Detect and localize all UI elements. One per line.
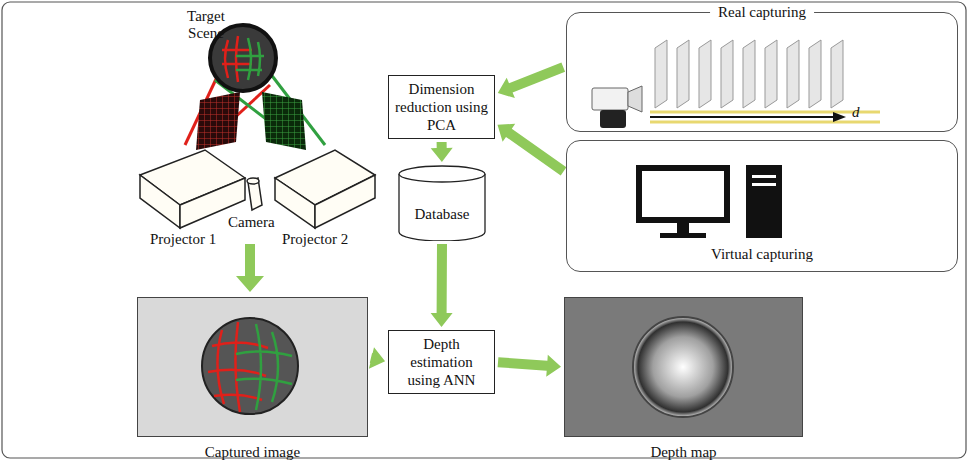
captured-stripes: [208, 322, 292, 412]
node-label: Dimension reduction using PCA: [393, 80, 490, 134]
capture-camera-icon: [592, 86, 642, 128]
database-cylinder: Database: [398, 165, 486, 241]
depth-sphere: [633, 317, 733, 417]
distance-arrowhead: [833, 112, 846, 122]
captured-image-panel: Captured image: [137, 297, 368, 437]
calibration-plane: [787, 40, 799, 108]
figure-label: Projector 2: [282, 231, 348, 248]
depth-map-ground: [564, 297, 803, 437]
figure-label: d: [852, 104, 860, 121]
real-capturing-panel: Real capturing: [566, 12, 958, 132]
flow-arrow: [498, 355, 561, 377]
camera-body: [247, 178, 262, 210]
distance-axis: [650, 116, 835, 118]
panel-heading: Virtual capturing: [703, 245, 821, 263]
node-label: Database: [398, 205, 486, 223]
depth-map-panel: Depth map: [564, 297, 803, 437]
target-pattern: [222, 36, 264, 82]
process-box: Dimension reduction using PCA: [388, 75, 495, 139]
projected-pattern-green: [262, 92, 306, 150]
flow-arrow: [498, 63, 565, 99]
captured-sphere: [202, 318, 298, 414]
virtual-capturing-panel: Virtual capturing: [566, 140, 958, 272]
calibration-plane: [721, 40, 733, 108]
computer-icon: [636, 165, 782, 238]
calibration-plane: [831, 40, 843, 108]
node-label: Depth estimation using ANN: [393, 335, 490, 389]
flow-arrow: [498, 124, 567, 176]
calibration-plane: [809, 40, 821, 108]
calibration-planes: [655, 40, 843, 108]
projected-pattern-red: [196, 92, 240, 150]
process-box: Depth estimation using ANN: [388, 330, 495, 394]
panel-heading: Captured image: [128, 443, 377, 460]
calibration-plane: [699, 40, 711, 108]
calibration-plane: [743, 40, 755, 108]
flow-arrow: [369, 347, 385, 368]
depth-sphere-rim: [633, 317, 733, 417]
projector-2-body: [275, 150, 375, 228]
calibration-plane: [765, 40, 777, 108]
rail: [650, 121, 880, 124]
rail: [650, 111, 880, 114]
figure-label: Target Scene: [176, 8, 236, 42]
calibration-plane: [677, 40, 689, 108]
panel-heading: Depth map: [555, 443, 812, 460]
figure-label: Camera: [228, 214, 275, 231]
flow-arrow: [431, 142, 453, 162]
figure-label: Projector 1: [150, 231, 216, 248]
cylinder-outline: [398, 165, 486, 241]
calibration-plane: [655, 40, 667, 108]
captured-image-ground: [137, 297, 368, 437]
flow-arrow: [431, 244, 453, 327]
panel-heading: Real capturing: [710, 3, 814, 21]
flow-arrow: [236, 244, 264, 292]
